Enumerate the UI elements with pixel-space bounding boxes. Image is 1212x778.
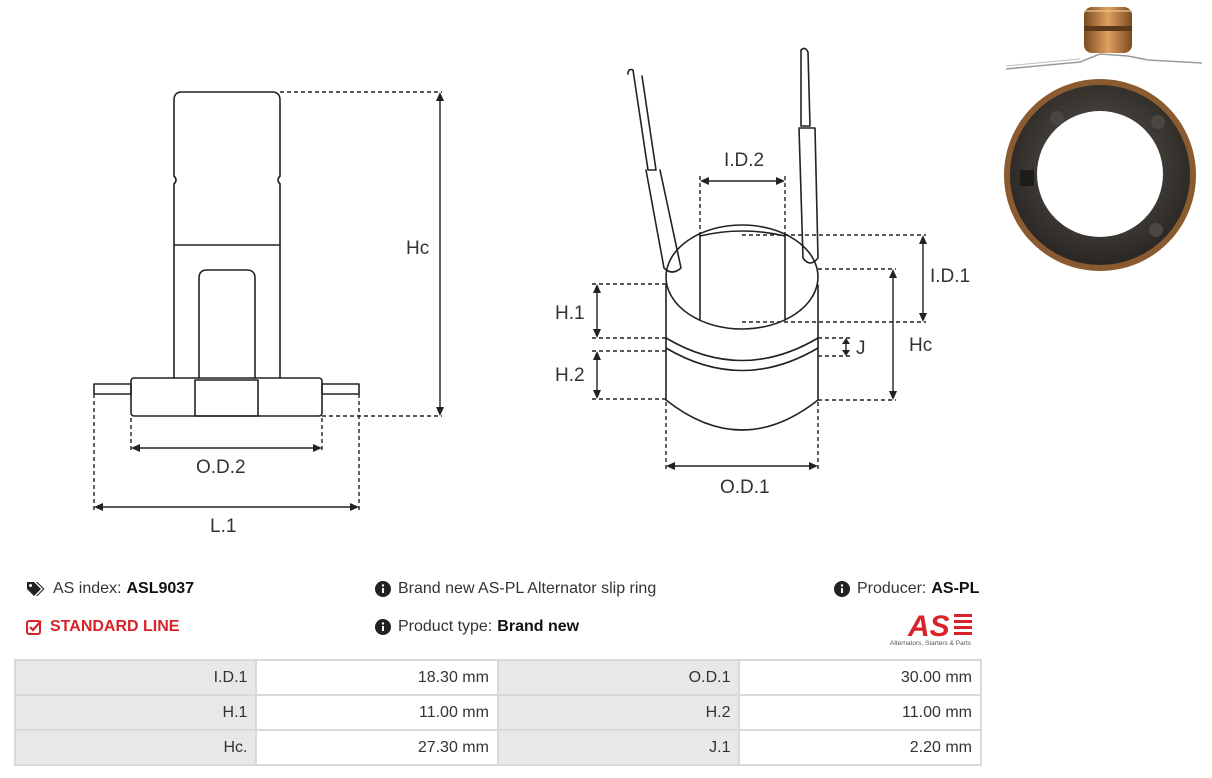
table-row: I.D.1 18.30 mm O.D.1 30.00 mm bbox=[13, 659, 982, 696]
spec-value: 11.00 mm bbox=[255, 694, 499, 731]
copper-slip-ring-photo bbox=[1004, 7, 1203, 271]
standard-line-badge: STANDARD LINE bbox=[26, 618, 179, 636]
product-type-value: Brand new bbox=[497, 618, 580, 635]
spec-value: 2.20 mm bbox=[738, 729, 982, 766]
tags-icon bbox=[26, 581, 46, 597]
spec-label: I.D.1 bbox=[13, 659, 258, 696]
info-icon bbox=[834, 581, 850, 597]
dim-id2: I.D.2 bbox=[724, 150, 764, 171]
specs-table: I.D.1 18.30 mm O.D.1 30.00 mm H.1 11.00 … bbox=[13, 659, 982, 766]
dim-od2: O.D.2 bbox=[196, 457, 246, 478]
dim-l1: L.1 bbox=[210, 516, 236, 537]
spec-label: O.D.1 bbox=[496, 659, 741, 696]
as-pl-logo: AS Alternators, Starters & Parts bbox=[890, 610, 972, 647]
info-icon bbox=[375, 619, 391, 635]
dim-hc-left: Hc bbox=[406, 238, 429, 259]
dim-h2: H.2 bbox=[555, 365, 585, 386]
technical-drawing: Hc O.D.2 L.1 I.D.2 I.D.1 H.1 H.2 J Hc O.… bbox=[93, 47, 970, 537]
producer-value: AS-PL bbox=[931, 580, 980, 597]
spec-label: Hc. bbox=[13, 729, 258, 766]
dim-j: J bbox=[856, 338, 866, 359]
checkbox-icon bbox=[26, 619, 43, 635]
side-view-drawing bbox=[93, 91, 360, 417]
product-type: Product type: Brand new bbox=[375, 618, 579, 636]
table-row: H.1 11.00 mm H.2 11.00 mm bbox=[13, 694, 982, 731]
info-icon bbox=[375, 581, 391, 597]
description-text: Brand new AS-PL Alternator slip ring bbox=[398, 580, 657, 597]
dim-hc-right: Hc bbox=[909, 335, 932, 356]
spec-value: 11.00 mm bbox=[738, 694, 982, 731]
logo-tagline: Alternators, Starters & Parts bbox=[890, 640, 972, 647]
dim-h1: H.1 bbox=[555, 303, 585, 324]
spec-value: 27.30 mm bbox=[255, 729, 499, 766]
as-index-value: ASL9037 bbox=[126, 580, 195, 597]
product-type-label: Product type: bbox=[398, 618, 493, 635]
spec-label: H.1 bbox=[13, 694, 258, 731]
spec-value: 30.00 mm bbox=[738, 659, 982, 696]
spec-label: J.1 bbox=[496, 729, 741, 766]
spec-value: 18.30 mm bbox=[255, 659, 499, 696]
product-description: Brand new AS-PL Alternator slip ring bbox=[375, 580, 656, 598]
spec-label: H.2 bbox=[496, 694, 741, 731]
standard-line-label: STANDARD LINE bbox=[50, 618, 180, 635]
as-index: AS index: ASL9037 bbox=[26, 580, 194, 598]
producer: Producer: AS-PL bbox=[834, 580, 979, 598]
dim-id1: I.D.1 bbox=[930, 266, 970, 287]
as-index-label: AS index: bbox=[53, 580, 122, 597]
table-row: Hc. 27.30 mm J.1 2.20 mm bbox=[13, 729, 982, 766]
slip-ring-drawing bbox=[627, 47, 819, 431]
logo-mark: AS bbox=[907, 610, 950, 643]
producer-label: Producer: bbox=[857, 580, 927, 597]
dim-od1: O.D.1 bbox=[720, 477, 770, 498]
